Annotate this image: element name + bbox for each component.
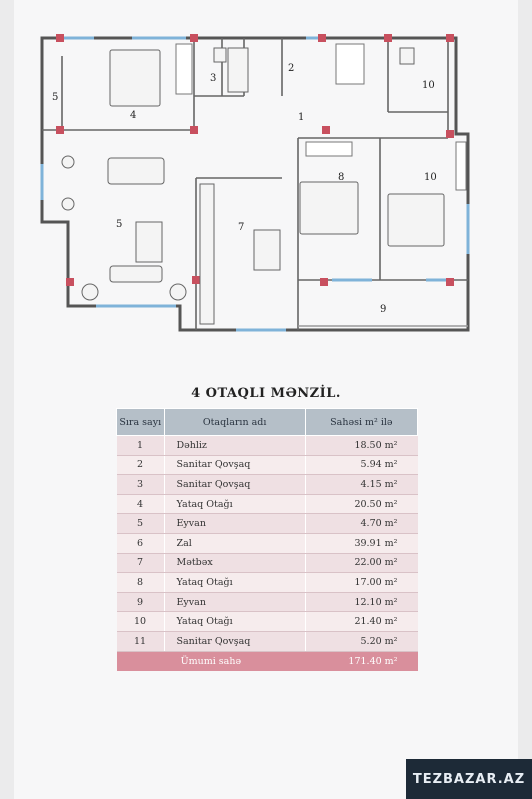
room-label-10b: 10: [424, 172, 437, 183]
row-area: 17.00 m²: [305, 572, 418, 593]
row-name: Sanitar Qovşaq: [164, 455, 306, 476]
row-area: 12.10 m²: [305, 592, 418, 613]
interior-walls: [42, 38, 468, 330]
plant-right: [169, 283, 187, 301]
row-name: Zal: [164, 533, 306, 554]
room-label-1: 1: [298, 112, 304, 123]
coffee-table: [135, 221, 163, 263]
bed-room8: [299, 181, 359, 235]
room-label-5a: 5: [52, 92, 58, 103]
row-name: Sanitar Qovşaq: [164, 474, 306, 495]
room-label-2: 2: [288, 63, 294, 74]
total-area: 171.40 m²: [305, 651, 418, 671]
row-no: 8: [116, 572, 165, 593]
room-label-9: 9: [380, 304, 386, 315]
row-no: 2: [116, 455, 165, 476]
brand-badge: TEZBAZAR.AZ: [406, 759, 532, 799]
plant-left: [81, 283, 99, 301]
row-area: 22.00 m²: [305, 553, 418, 574]
columns: [56, 34, 454, 286]
row-name: Sanitar Qovşaq: [164, 631, 306, 652]
row-area: 18.50 m²: [305, 435, 418, 456]
total-label: Ümumi sahə: [116, 651, 306, 671]
table-footer-row: Ümumi sahə 171.40 m²: [116, 651, 418, 671]
row-no: 5: [116, 513, 165, 534]
row-area: 20.50 m²: [305, 494, 418, 515]
row-area: 5.20 m²: [305, 631, 418, 652]
room-label-8: 8: [338, 172, 344, 183]
room-label-4: 4: [130, 110, 136, 121]
row-area: 5.94 m²: [305, 455, 418, 476]
row-name: Eyvan: [164, 513, 306, 534]
row-no: 6: [116, 533, 165, 554]
windows: [40, 36, 470, 332]
header-no: Sıra sayı: [116, 408, 165, 436]
row-no: 10: [116, 611, 165, 632]
bed-room4: [109, 49, 161, 107]
row-name: Yataq Otağı: [164, 494, 306, 515]
furniture: [61, 47, 445, 325]
row-name: Dəhliz: [164, 435, 306, 456]
floor-plan: 1 2 3 4 5 5 7 8 9 10 10: [40, 34, 470, 332]
sofa: [109, 265, 163, 283]
shower: [399, 47, 415, 65]
room-label-10a: 10: [422, 80, 435, 91]
room-label-5b: 5: [116, 219, 122, 230]
row-no: 4: [116, 494, 165, 515]
row-area: 39.91 m²: [305, 533, 418, 554]
balcony-hatch: [175, 43, 467, 191]
row-area: 4.15 m²: [305, 474, 418, 495]
header-area: Sahəsi m² ilə: [304, 408, 419, 436]
table-title: 4 OTAQLI MƏNZİL.: [191, 386, 341, 401]
room-label-7: 7: [238, 222, 244, 233]
kitchen-table: [253, 229, 281, 271]
dining-table-living: [107, 157, 165, 185]
room-labels: 1 2 3 4 5 5 7 8 9 10 10: [52, 63, 437, 315]
kitchen-counter: [199, 183, 215, 325]
washbasin: [213, 47, 227, 63]
bathtub: [227, 47, 249, 93]
row-no: 11: [116, 631, 165, 652]
row-no: 9: [116, 592, 165, 613]
row-no: 1: [116, 435, 165, 456]
room-label-3: 3: [210, 73, 216, 84]
row-name: Yataq Otağı: [164, 572, 306, 593]
row-no: 7: [116, 553, 165, 574]
header-name: Otaqların adı: [163, 408, 306, 436]
bed-room10: [387, 193, 445, 247]
row-area: 4.70 m²: [305, 513, 418, 534]
table-header-row: Sıra sayı Otaqların adı Sahəsi m² ilə: [116, 408, 419, 436]
row-area: 21.40 m²: [305, 611, 418, 632]
row-name: Eyvan: [164, 592, 306, 613]
row-name: Mətbəx: [164, 553, 306, 574]
row-no: 3: [116, 474, 165, 495]
walls: [40, 36, 470, 332]
row-name: Yataq Otağı: [164, 611, 306, 632]
